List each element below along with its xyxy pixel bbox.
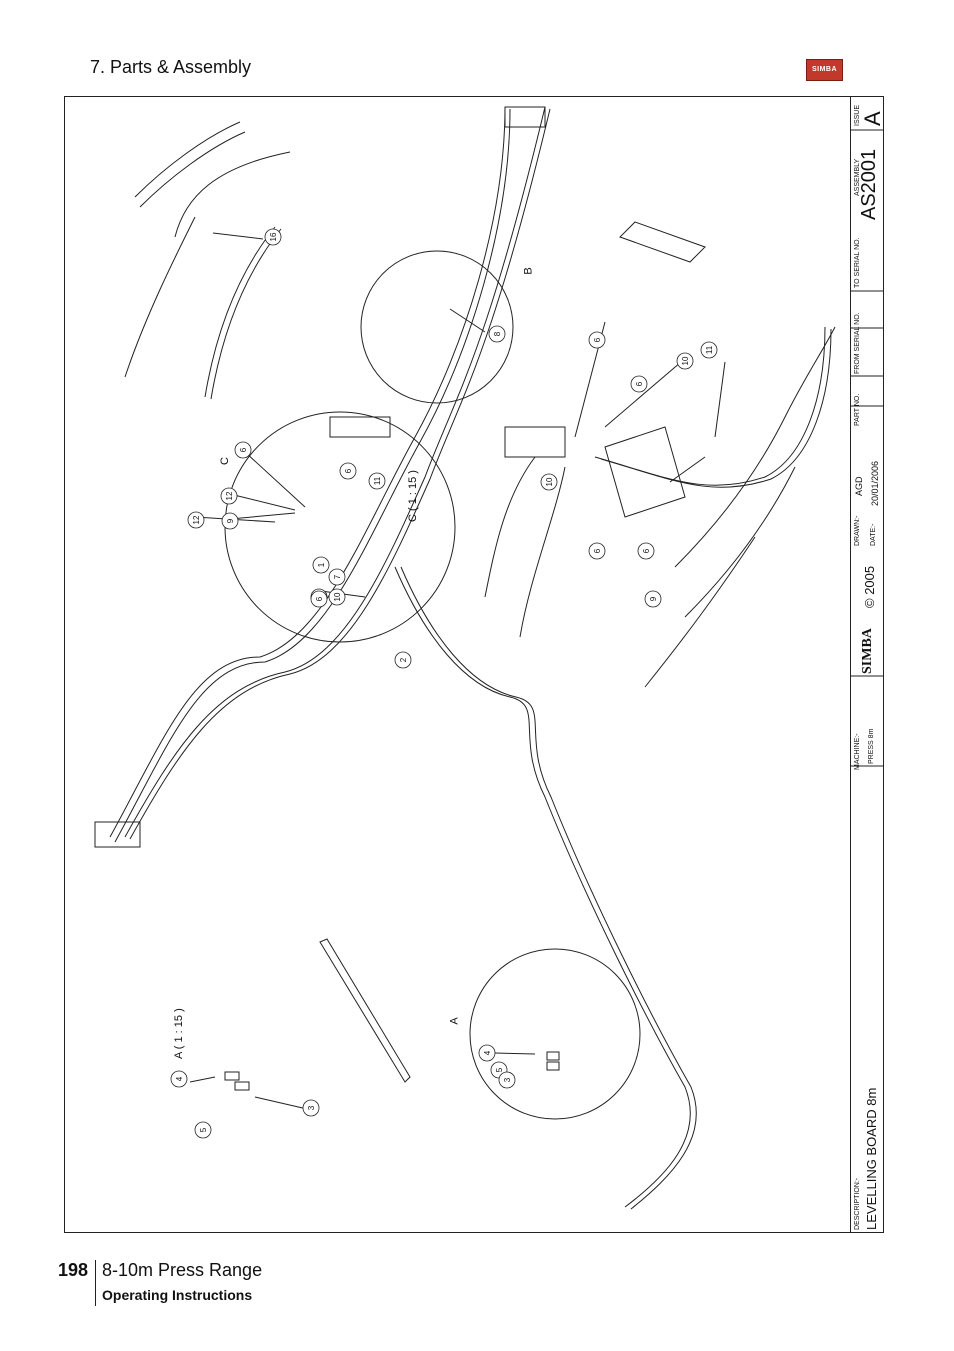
machine-label: MACHINE:- (854, 733, 861, 770)
item-number: 9 (649, 596, 658, 601)
item-balloon: 10 (676, 352, 694, 370)
item-number: 10 (681, 356, 690, 365)
machine-value: PRESS 8m (868, 728, 875, 764)
item-balloon: 12 (220, 487, 238, 505)
item-balloon: 8 (488, 325, 506, 343)
item-number: 10 (545, 477, 554, 486)
description-value: LEVELLING BOARD 8m (864, 1087, 879, 1230)
item-balloon: 1 (312, 556, 330, 574)
detail-circle-a (469, 948, 641, 1120)
item-balloon: 6 (234, 441, 252, 459)
item-balloon: 7 (328, 568, 346, 586)
item-number: 12 (225, 491, 234, 500)
item-balloon: 4 (170, 1070, 188, 1088)
item-balloon: 6 (630, 375, 648, 393)
title-block-grid (850, 96, 884, 1233)
balloons: 1686666121210917112661011121069453453 (170, 228, 718, 1139)
detail-label-a: A (448, 1017, 461, 1025)
item-number: 5 (495, 1067, 504, 1072)
detail-circle-b (360, 250, 514, 404)
item-number: 11 (373, 476, 382, 485)
item-number: 10 (333, 592, 342, 601)
drawing-frame: 1686666121210917112661011121069453453 B … (64, 96, 884, 1233)
item-balloon: 6 (339, 462, 357, 480)
description-label: DESCRIPTION:- (854, 1177, 861, 1230)
detail-label-c: C (218, 457, 231, 465)
item-number: 2 (399, 657, 408, 662)
item-number: 11 (705, 345, 714, 354)
item-balloon: 9 (221, 512, 239, 530)
scale-label-a: A ( 1 : 15 ) (173, 1008, 185, 1059)
to-serial-label: TO SERIAL NO. (854, 237, 861, 288)
from-serial-label: FROM SERIAL NO. (854, 312, 861, 374)
item-number: 9 (226, 518, 235, 523)
item-number: 8 (493, 331, 502, 336)
item-number: 3 (307, 1105, 316, 1110)
item-balloon: 11 (368, 472, 386, 490)
item-balloon: 3 (302, 1099, 320, 1117)
item-number: 4 (175, 1076, 184, 1081)
footer-range: 8-10m Press Range (102, 1260, 263, 1280)
item-balloon: 9 (644, 590, 662, 608)
item-balloon: 6 (637, 542, 655, 560)
item-balloon: 6 (588, 542, 606, 560)
page-number: 198 (58, 1260, 89, 1280)
item-number: 6 (593, 548, 602, 553)
date-label: DATE:- (870, 523, 877, 546)
date-value: 20/01/2006 (870, 460, 880, 506)
item-number: 6 (642, 548, 651, 553)
brand-mark: SIMBA (860, 628, 875, 674)
item-balloon: 5 (194, 1121, 212, 1139)
footer-subtitle: Operating Instructions (102, 1287, 253, 1303)
item-number: 5 (199, 1127, 208, 1132)
scale-label-c: C ( 1 : 15 ) (407, 470, 419, 522)
item-balloon: 16 (264, 228, 282, 246)
item-number: 6 (635, 381, 644, 386)
copyright: © 2005 (862, 565, 877, 608)
brand-logo: SIMBA (806, 59, 843, 81)
item-balloon: 10 (540, 473, 558, 491)
issue-value: A (860, 111, 885, 126)
item-balloon: 12 (187, 511, 205, 529)
item-number: 7 (333, 574, 342, 579)
item-balloon: 4 (478, 1044, 496, 1062)
item-number: 4 (483, 1050, 492, 1055)
item-balloon: 6 (310, 590, 328, 608)
part-no-label: PART NO. (854, 393, 861, 426)
item-number: 6 (239, 447, 248, 452)
drawn-label: DRAWN:- (854, 515, 861, 546)
item-balloon: 11 (700, 341, 718, 359)
footer-divider (95, 1260, 96, 1306)
item-number: 3 (503, 1077, 512, 1082)
item-balloon: 10 (328, 588, 346, 606)
assembly-number: AS2001 (858, 148, 880, 220)
item-balloon: 3 (498, 1071, 516, 1089)
detail-label-b: B (522, 267, 535, 275)
item-number: 6 (344, 468, 353, 473)
logo-text: SIMBA (811, 66, 838, 73)
title-block: ISSUE A ASSEMBLY AS2001 TO SERIAL NO. FR… (850, 96, 885, 1233)
item-number: 16 (269, 232, 278, 241)
section-title: 7. Parts & Assembly (90, 57, 252, 77)
item-balloon: 2 (394, 651, 412, 669)
item-number: 1 (317, 562, 326, 567)
item-number: 12 (192, 515, 201, 524)
item-number: 6 (593, 337, 602, 342)
item-balloon: 6 (588, 331, 606, 349)
item-number: 6 (315, 596, 324, 601)
hydraulic-drawing: 1686666121210917112661011121069453453 (94, 106, 836, 1210)
drawn-value: AGD (854, 476, 864, 496)
